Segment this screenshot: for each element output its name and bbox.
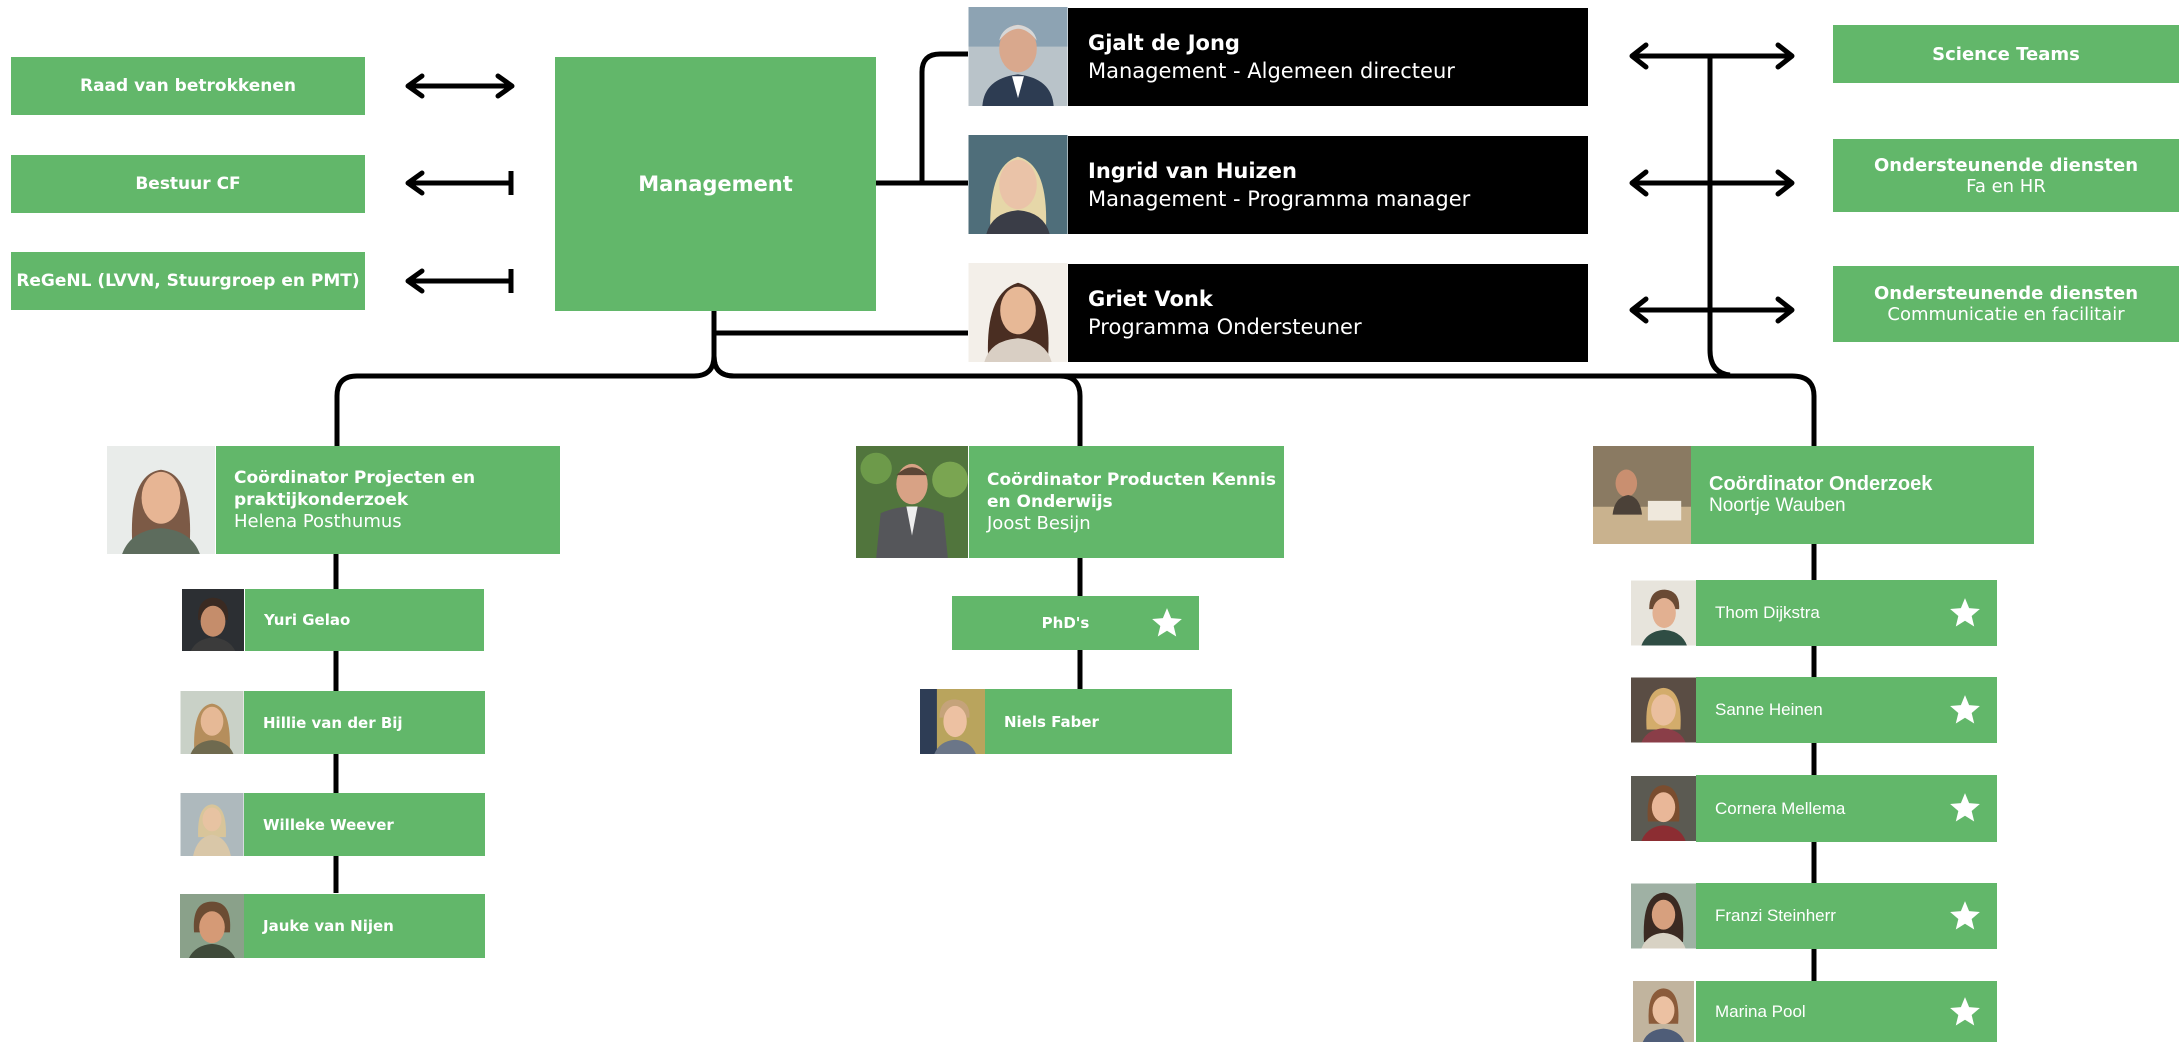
box-subtitle: Communicatie en facilitair bbox=[1887, 304, 2125, 325]
manager-name: Griet Vonk bbox=[1088, 287, 1213, 311]
portrait-photo bbox=[968, 135, 1068, 234]
manager-role: Management - Programma manager bbox=[1088, 187, 1471, 211]
star-icon bbox=[1948, 995, 1982, 1029]
box-title: Science Teams bbox=[1932, 43, 2080, 65]
manager-role: Management - Algemeen directeur bbox=[1088, 59, 1455, 83]
box-subtitle: Fa en HR bbox=[1966, 175, 2046, 197]
portrait-photo bbox=[1631, 981, 1696, 1042]
team-member-card: Marina Pool bbox=[1696, 981, 1997, 1042]
team-member-name: PhD's bbox=[1041, 614, 1090, 632]
portrait-photo bbox=[180, 691, 244, 754]
manager-role: Programma Ondersteuner bbox=[1088, 315, 1362, 339]
portrait-photo bbox=[1631, 677, 1696, 743]
coordinator-person: Noortje Wauben bbox=[1709, 495, 1846, 516]
team-member-name: Marina Pool bbox=[1715, 1001, 1806, 1021]
team-member-name: Jauke van Nijen bbox=[263, 917, 394, 935]
team-member-card: Willeke Weever bbox=[244, 793, 485, 856]
star-icon bbox=[1948, 693, 1982, 727]
box-label: Bestuur CF bbox=[135, 174, 241, 194]
box-title: Ondersteunende diensten bbox=[1873, 154, 2139, 176]
coordinator-person: Joost Besijn bbox=[987, 513, 1091, 534]
coordinator-title: Coördinator Projecten en praktijkonderzo… bbox=[234, 468, 476, 510]
portrait-photo bbox=[1631, 580, 1696, 646]
coordinator-person: Helena Posthumus bbox=[234, 511, 402, 532]
coordinator-connector-right bbox=[711, 355, 1817, 446]
portrait-photo bbox=[180, 894, 244, 958]
star-icon bbox=[1150, 606, 1184, 640]
coordinator-card: Coördinator Onderzoek Noortje Wauben bbox=[1691, 446, 2034, 544]
box-ondersteunende-diensten-communicatie: Ondersteunende diensten Communicatie en … bbox=[1833, 266, 2179, 342]
star-icon bbox=[1948, 596, 1982, 630]
portrait-photo bbox=[855, 446, 969, 558]
star-icon bbox=[1948, 791, 1982, 825]
team-member-card: Cornera Mellema bbox=[1696, 775, 1997, 842]
portrait-photo bbox=[1631, 883, 1696, 949]
manager-name: Ingrid van Huizen bbox=[1088, 159, 1297, 183]
portrait-photo bbox=[968, 7, 1068, 106]
team-member-card: Hillie van der Bij bbox=[244, 691, 485, 754]
portrait-photo bbox=[1593, 446, 1691, 544]
coordinator-connector-left bbox=[334, 310, 717, 446]
team-member-card: Jauke van Nijen bbox=[244, 894, 485, 958]
portrait-photo bbox=[1631, 775, 1696, 842]
team-member-card: Niels Faber bbox=[985, 689, 1232, 754]
coordinator-card: Coördinator Producten Kennis en Onderwij… bbox=[969, 446, 1284, 558]
team-member-card: Sanne Heinen bbox=[1696, 677, 1997, 743]
manager-card: Gjalt de Jong Management - Algemeen dire… bbox=[1068, 8, 1588, 106]
coordinator-card: Coördinator Projecten en praktijkonderzo… bbox=[216, 446, 560, 554]
team-member-name: Hillie van der Bij bbox=[263, 713, 403, 732]
left-arrow-icon bbox=[405, 170, 425, 196]
team-member-name: Franzi Steinherr bbox=[1715, 906, 1836, 925]
coordinator-title: Coördinator Producten Kennis en Onderwij… bbox=[987, 470, 1276, 512]
manager-card: Ingrid van Huizen Management - Programma… bbox=[1068, 136, 1588, 234]
portrait-photo bbox=[106, 446, 216, 554]
management-label: Management bbox=[638, 172, 793, 196]
box-ondersteunende-diensten-fa-hr: Ondersteunende diensten Fa en HR bbox=[1833, 139, 2179, 212]
portrait-photo bbox=[181, 589, 245, 651]
box-raad-van-betrokkenen: Raad van betrokkenen bbox=[11, 57, 365, 115]
box-science-teams: Science Teams bbox=[1833, 25, 2179, 83]
portrait-photo bbox=[920, 689, 985, 754]
box-title: Ondersteunende diensten bbox=[1873, 283, 2139, 304]
team-member-name: Niels Faber bbox=[1004, 712, 1099, 731]
coordinator-title: Coördinator Onderzoek bbox=[1709, 473, 1933, 495]
portrait-photo bbox=[968, 263, 1068, 362]
box-bestuur-cf: Bestuur CF bbox=[11, 155, 365, 213]
portrait-photo bbox=[180, 793, 244, 856]
double-arrow-icon bbox=[405, 73, 425, 99]
management-box: Management bbox=[555, 57, 876, 311]
box-label: ReGeNL (LVVN, Stuurgroep en PMT) bbox=[16, 271, 360, 291]
team-member-card: Franzi Steinherr bbox=[1696, 883, 1997, 949]
manager-card: Griet Vonk Programma Ondersteuner bbox=[1068, 264, 1588, 362]
team-member-name: Sanne Heinen bbox=[1715, 700, 1823, 719]
left-arrow-icon bbox=[405, 268, 425, 294]
team-member-name: Yuri Gelao bbox=[264, 611, 351, 629]
box-label: Raad van betrokkenen bbox=[79, 76, 296, 96]
team-member-name: Thom Dijkstra bbox=[1715, 603, 1820, 622]
team-member-card: Yuri Gelao bbox=[245, 589, 484, 651]
team-member-name: Willeke Weever bbox=[263, 815, 394, 834]
team-member-card: Thom Dijkstra bbox=[1696, 580, 1997, 646]
star-icon bbox=[1948, 899, 1982, 933]
team-member-name: Cornera Mellema bbox=[1715, 798, 1846, 818]
coordinator-connector-middle bbox=[711, 355, 1083, 446]
manager-name: Gjalt de Jong bbox=[1088, 31, 1240, 55]
box-regenl: ReGeNL (LVVN, Stuurgroep en PMT) bbox=[11, 252, 365, 310]
